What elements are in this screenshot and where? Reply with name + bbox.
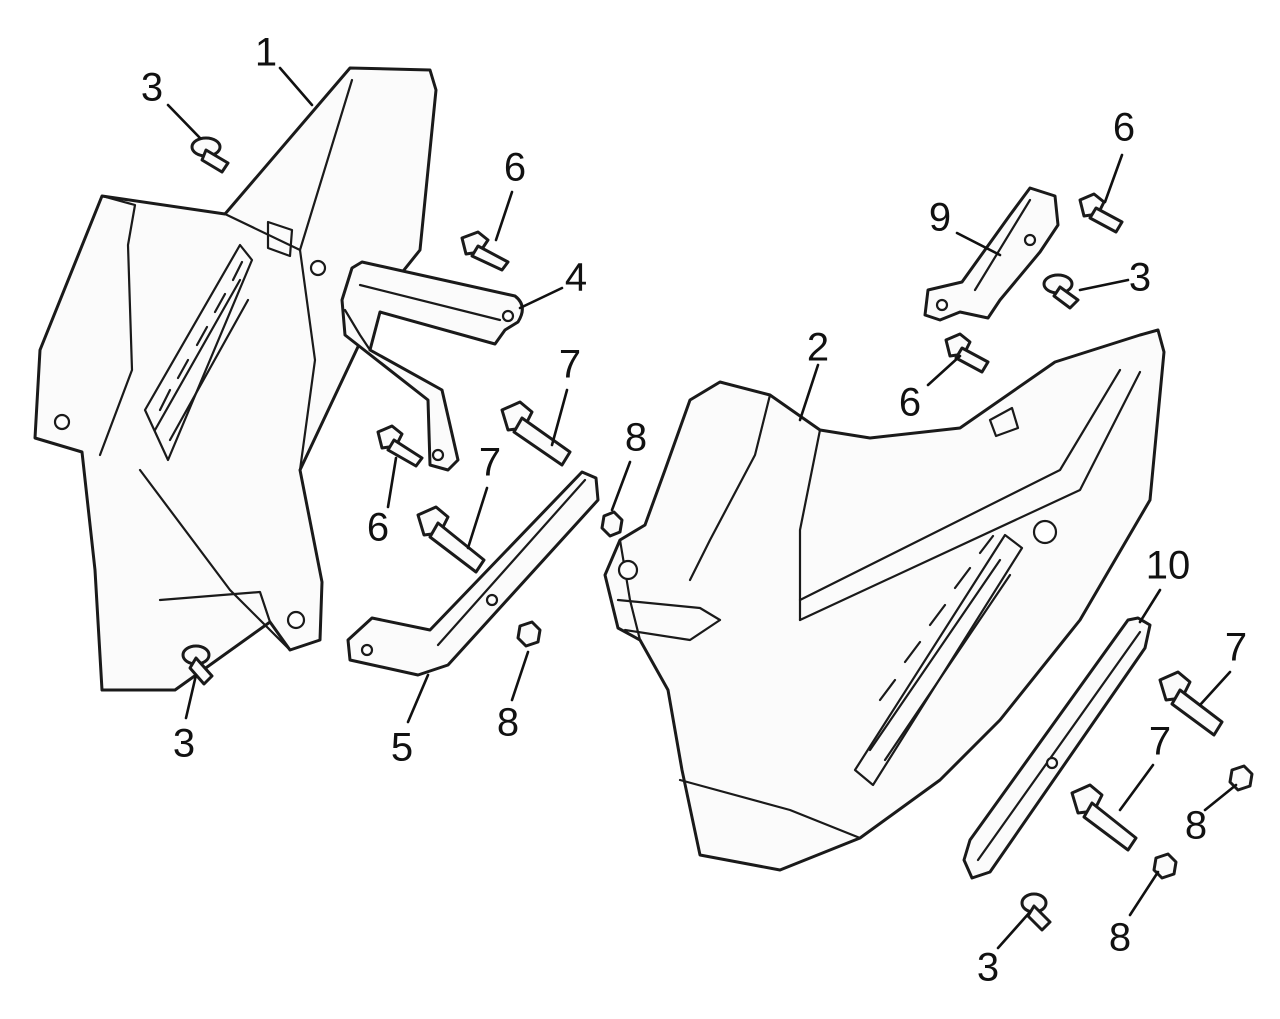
callout-6-right-middle: 6 xyxy=(899,381,921,425)
callout-5: 5 xyxy=(391,726,413,770)
fastener-3-bottom-left xyxy=(181,644,214,686)
callout-6-right-top: 6 xyxy=(1113,106,1135,150)
callout-3-top-left: 3 xyxy=(141,66,163,110)
callout-8-upper-left: 8 xyxy=(625,416,647,460)
fastener-8-right-lower xyxy=(1152,852,1178,880)
part-10-strip-bracket xyxy=(962,616,1152,880)
callout-8-right-upper: 8 xyxy=(1185,804,1207,848)
callout-2: 2 xyxy=(807,326,829,370)
callout-3-right: 3 xyxy=(1129,256,1151,300)
callout-3-bottom-right: 3 xyxy=(977,946,999,990)
part-2-right-cover xyxy=(603,328,1166,872)
callout-3-bottom-left: 3 xyxy=(173,722,195,766)
callout-4: 4 xyxy=(565,256,587,300)
callout-1: 1 xyxy=(255,31,277,75)
part-5-bracket xyxy=(346,470,600,677)
fastener-7-left-bottom xyxy=(416,505,486,574)
callout-6-left-bottom: 6 xyxy=(367,506,389,550)
fastener-7-right-bottom xyxy=(1070,783,1138,852)
fastener-6-right-middle xyxy=(944,332,990,374)
fastener-7-left-top xyxy=(500,400,572,467)
callout-6-left-top: 6 xyxy=(504,146,526,190)
fastener-3-right xyxy=(1042,273,1080,310)
fastener-3-bottom-right xyxy=(1020,892,1052,932)
callout-7-left-top: 7 xyxy=(559,343,581,387)
leader-lines xyxy=(166,66,1238,950)
part-9-bracket xyxy=(923,186,1060,322)
fastener-6-right-top xyxy=(1078,192,1124,234)
part-4-bracket xyxy=(340,260,524,472)
part-1-left-cover xyxy=(33,66,438,692)
fastener-6-left-top xyxy=(460,230,510,272)
callout-8-lower-left: 8 xyxy=(497,701,519,745)
fastener-8-lower-left xyxy=(516,620,542,648)
fastener-7-right-top xyxy=(1158,670,1224,737)
fastener-6-left-bottom xyxy=(376,424,424,468)
callout-7-right-top: 7 xyxy=(1225,626,1247,670)
callout-9: 9 xyxy=(929,196,951,240)
fastener-8-upper-left xyxy=(600,510,624,538)
callout-8-right-lower: 8 xyxy=(1109,916,1131,960)
callout-labels: 1 2 3 3 3 3 4 5 6 6 6 6 7 7 7 7 8 8 8 8 … xyxy=(141,31,1247,990)
callout-7-right-bottom: 7 xyxy=(1149,720,1171,764)
callout-10: 10 xyxy=(1146,544,1191,588)
fastener-3-top-left xyxy=(190,136,230,174)
callout-7-left-bottom: 7 xyxy=(479,441,501,485)
